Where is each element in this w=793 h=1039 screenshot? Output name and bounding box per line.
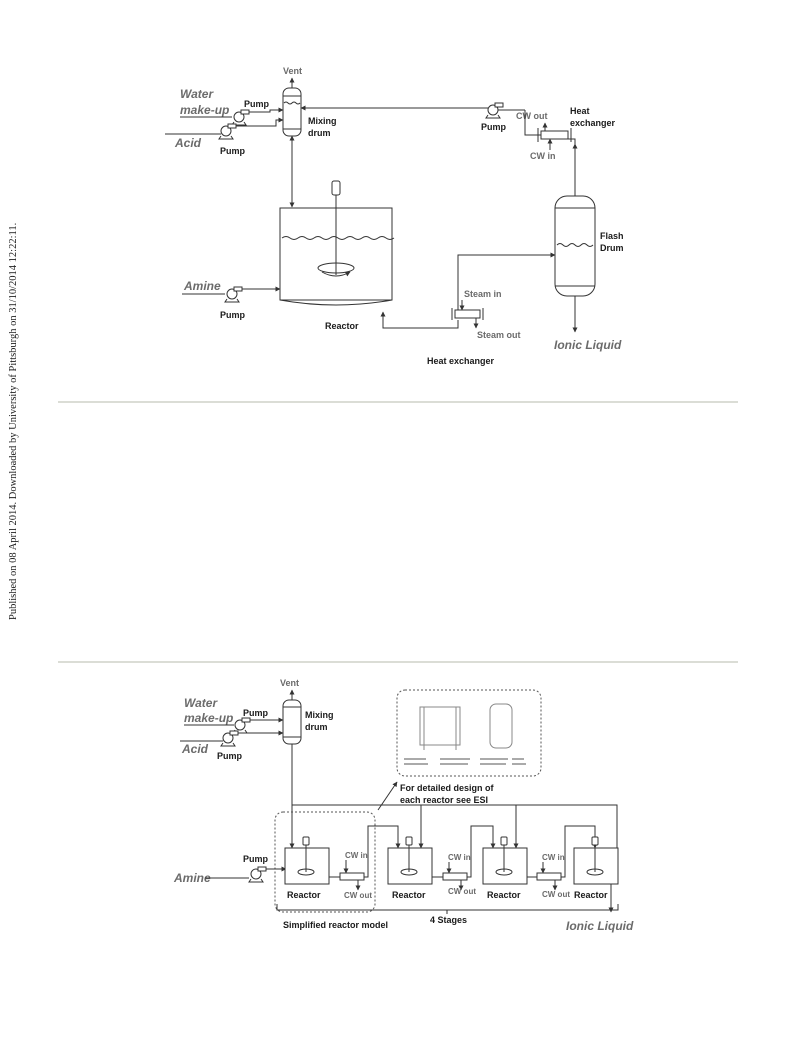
pump-water-label-2: Pump (243, 708, 269, 718)
cw-in-label: CW in (530, 151, 556, 161)
pump-water-label: Pump (244, 99, 270, 109)
amine-label: Amine (183, 279, 221, 293)
acid-header (292, 804, 618, 848)
esi-note-1: For detailed design of (400, 783, 495, 793)
stage2-cw-out-label: CW out (448, 887, 476, 896)
stage4-reactor-label: Reactor (574, 890, 608, 900)
mixing-drum-2 (282, 699, 302, 745)
stage1-cw-in-label: CW in (345, 851, 368, 860)
pump-acid (218, 123, 237, 140)
heat-exchanger-top (537, 128, 572, 142)
mixing-label: Mixing (308, 116, 337, 126)
hx-stage-1 (339, 872, 365, 881)
reactor (279, 180, 395, 306)
hx-to-pump (524, 110, 541, 136)
pump-acid-2 (220, 730, 239, 747)
hx-stage-2 (442, 872, 468, 881)
hx3-to-r4 (561, 825, 598, 878)
esi-note-2: each reactor see ESI (400, 795, 488, 805)
stage2-cw-in-label: CW in (448, 853, 471, 862)
reactor-label: Reactor (325, 321, 359, 331)
stage1-cw-out-label: CW out (344, 891, 372, 900)
flash-drum (554, 195, 596, 297)
figure-1: Vent Water make-up Pump Acid Pump Mixing… (165, 66, 624, 366)
water-label-2: Water (184, 696, 218, 710)
reactor-stage-1 (284, 836, 330, 885)
stage3-cw-out-label: CW out (542, 890, 570, 899)
water-label: Water (180, 87, 214, 101)
pump-acid-label-2: Pump (217, 751, 243, 761)
mixing-label-2: Mixing (305, 710, 334, 720)
ionic-liquid-label-2: Ionic Liquid (566, 919, 634, 933)
drum-label-2: drum (305, 722, 328, 732)
esi-detail-box (396, 689, 542, 777)
simplified-label: Simplified reactor model (283, 920, 388, 930)
acid-label: Acid (174, 136, 202, 150)
pump-water (231, 109, 250, 126)
reactor-stage-4 (573, 836, 619, 885)
hx-to-flash (457, 252, 556, 310)
steam-out-label: Steam out (477, 330, 521, 340)
steam-in-label: Steam in (464, 289, 502, 299)
figure-2: Vent Mixing drum Water make-up Pump Acid… (173, 678, 634, 933)
cw-out-label: CW out (516, 111, 548, 121)
stages-label: 4 Stages (430, 915, 467, 925)
stage1-reactor-label: Reactor (287, 890, 321, 900)
reactor-stage-3 (482, 836, 528, 885)
pump-amine (224, 286, 243, 303)
pump-amine-2 (248, 866, 267, 883)
vent-label: Vent (283, 66, 302, 76)
hx-top-label1: Heat (570, 106, 590, 116)
water-to-drum (249, 107, 284, 113)
reactor-stage-2 (387, 836, 433, 885)
side-note: Published on 08 April 2014. Downloaded b… (8, 223, 19, 620)
stage3-cw-in-label: CW in (542, 853, 565, 862)
flash-to-hx (568, 138, 576, 144)
hx-bottom-label: Heat exchanger (427, 356, 495, 366)
hx-top-label2: exchanger (570, 118, 616, 128)
hx-stage-3 (536, 872, 562, 881)
drum-label: drum (308, 128, 331, 138)
vent-label-2: Vent (280, 678, 299, 688)
acid-to-drum (236, 117, 284, 127)
simplified-model-box (274, 811, 376, 913)
esi-arrow (377, 781, 398, 811)
ionic-liquid-label: Ionic Liquid (554, 338, 622, 352)
pump-acid-label: Pump (220, 146, 246, 156)
mixing-drum (282, 87, 302, 137)
pump-cw-label: Pump (481, 122, 507, 132)
reactor-to-hx (380, 311, 459, 329)
acid-label-2: Acid (181, 742, 209, 756)
amine-label-2: Amine (173, 871, 211, 885)
flash-drum-label: Drum (600, 243, 624, 253)
hx1-to-r2 (364, 825, 401, 878)
stage3-reactor-label: Reactor (487, 890, 521, 900)
makeup-label-2: make-up (184, 711, 233, 725)
hx2-to-r3 (467, 825, 496, 878)
stage2-reactor-label: Reactor (392, 890, 426, 900)
flash-label: Flash (600, 231, 624, 241)
heat-exchanger-bottom (451, 308, 484, 320)
pump-amine-label: Pump (220, 310, 246, 320)
pump-amine-label-2: Pump (243, 854, 269, 864)
makeup-label: make-up (180, 103, 229, 117)
stages-brace (276, 904, 619, 911)
